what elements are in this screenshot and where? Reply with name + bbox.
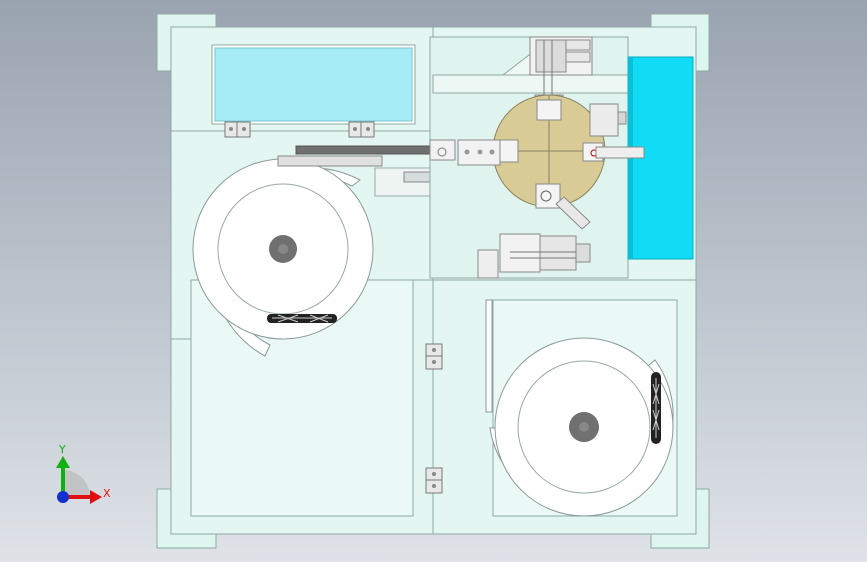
- vibratory-bowl-right: [489, 337, 674, 517]
- hinge-top-left: [224, 121, 251, 138]
- hinge-middle: [425, 343, 443, 370]
- axis-x-label: X: [103, 487, 111, 500]
- axis-origin: [57, 491, 69, 503]
- hinge-top-right: [348, 121, 375, 138]
- fixture-left: [499, 139, 519, 163]
- sensor-block: [589, 103, 619, 137]
- axis-y-label: Y: [58, 443, 66, 456]
- fixture-top: [536, 99, 562, 121]
- bottom-cylinder: [477, 233, 591, 279]
- hinge-bottom: [425, 467, 443, 494]
- window-glass: [214, 47, 413, 122]
- feed-gripper: [429, 139, 501, 166]
- axis-triad[interactable]: Y X: [56, 443, 111, 504]
- right-actuator: [595, 146, 645, 159]
- vertical-guide-rail: [485, 299, 493, 413]
- discharge-chute: [555, 196, 591, 230]
- vibratory-bowl-left: [192, 158, 374, 357]
- rotary-turntable: [492, 94, 606, 209]
